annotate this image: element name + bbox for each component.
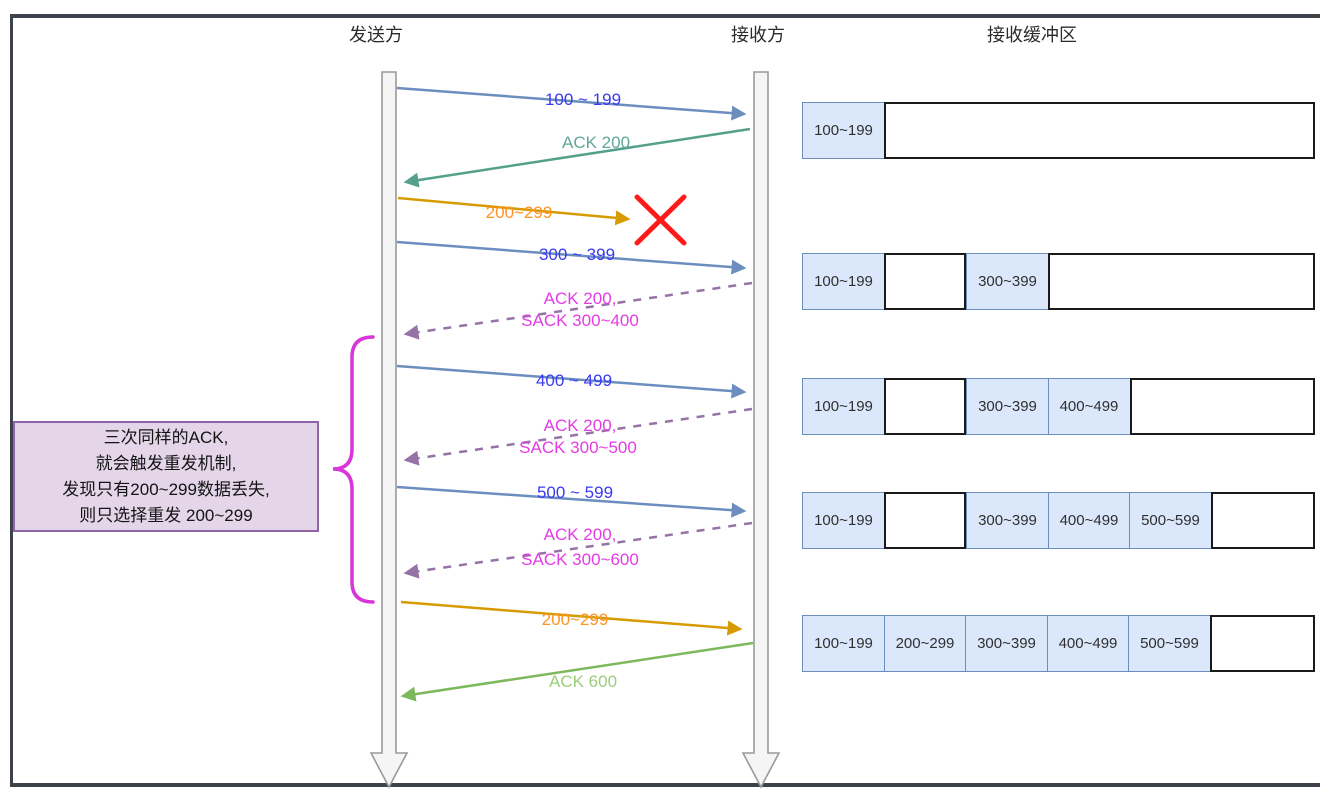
arrow-seg-200-299-lost bbox=[397, 196, 631, 226]
buffer-column-title: 接收缓冲区 bbox=[987, 25, 1077, 45]
label-seg-200-299-lost: 200~299 bbox=[485, 203, 553, 222]
arrow-seg-500-599 bbox=[396, 485, 747, 518]
arrow-sack-300-400 bbox=[403, 281, 753, 340]
label-seg-400-499: 400 ~ 499 bbox=[535, 371, 613, 390]
sender-column-title: 发送方 bbox=[349, 25, 403, 45]
arrow-ack-200 bbox=[403, 127, 751, 188]
label-ack-200: ACK 200 bbox=[561, 133, 631, 152]
arrow-seg-400-499 bbox=[396, 364, 747, 399]
note-line: 则只选择重发 200~299 bbox=[79, 505, 253, 525]
label-ack-600: ACK 600 bbox=[548, 672, 618, 691]
buffer-cell: 200~299 bbox=[883, 615, 967, 672]
buffer-cell: 400~499 bbox=[1047, 492, 1131, 549]
buffer-cell: 100~199 bbox=[802, 615, 885, 672]
buffer-cell-gap bbox=[884, 492, 966, 549]
packet-loss-cross-icon bbox=[634, 194, 687, 246]
buffer-row-3: 100~199 300~399 400~499 bbox=[802, 378, 1315, 435]
buffer-cell-free bbox=[1211, 492, 1315, 549]
buffer-cell-gap bbox=[884, 253, 966, 310]
note-line: 发现只有200~299数据丢失, bbox=[62, 479, 270, 499]
label-sack1-line1: ACK 200, bbox=[543, 289, 617, 308]
label-sack3-line1: ACK 200, bbox=[543, 525, 617, 544]
note-line: 三次同样的ACK, bbox=[103, 427, 229, 447]
note-box: 三次同样的ACK, 就会触发重发机制, 发现只有200~299数据丢失, 则只选… bbox=[13, 421, 319, 532]
receiver-lifeline bbox=[741, 71, 781, 789]
receiver-column-title: 接收方 bbox=[731, 25, 785, 45]
label-seg-100-199: 100 ~ 199 bbox=[544, 90, 622, 109]
buffer-cell: 300~399 bbox=[966, 253, 1049, 310]
arrow-ack-600 bbox=[400, 641, 754, 702]
buffer-cell-free bbox=[1210, 615, 1315, 672]
label-sack1-line2: SACK 300~400 bbox=[521, 311, 639, 330]
triple-ack-brace bbox=[332, 335, 375, 604]
buffer-cell: 300~399 bbox=[966, 378, 1049, 435]
buffer-cell: 400~499 bbox=[1047, 378, 1131, 435]
label-seg-200-299-retransmit: 200~299 bbox=[541, 610, 609, 629]
buffer-cell-gap bbox=[884, 378, 966, 435]
arrow-seg-100-199 bbox=[396, 86, 747, 121]
arrow-seg-300-399 bbox=[396, 240, 747, 275]
sender-lifeline bbox=[369, 71, 409, 789]
arrow-sack-300-500 bbox=[403, 407, 753, 466]
label-sack3-line2: SACK 300~600 bbox=[521, 550, 639, 569]
arrow-seg-200-299-retransmit bbox=[400, 600, 743, 636]
buffer-cell: 100~199 bbox=[802, 102, 885, 159]
buffer-cell: 100~199 bbox=[802, 378, 885, 435]
buffer-cell: 500~599 bbox=[1129, 492, 1212, 549]
buffer-cell: 400~499 bbox=[1046, 615, 1130, 672]
buffer-cell-free bbox=[1048, 253, 1315, 310]
label-sack2-line2: SACK 300~500 bbox=[519, 438, 637, 457]
label-seg-300-399: 300 ~ 399 bbox=[538, 245, 616, 264]
label-seg-500-599: 500 ~ 599 bbox=[536, 483, 614, 502]
buffer-cell-free bbox=[884, 102, 1315, 159]
diagram-frame bbox=[10, 14, 1320, 787]
buffer-row-1: 100~199 bbox=[802, 102, 1315, 159]
note-line: 就会触发重发机制, bbox=[95, 453, 237, 473]
arrow-sack-300-600 bbox=[403, 521, 753, 579]
buffer-row-2: 100~199 300~399 bbox=[802, 253, 1315, 310]
label-sack2-line1: ACK 200, bbox=[543, 416, 617, 435]
buffer-row-5: 100~199 200~299 300~399 400~499 500~599 bbox=[802, 615, 1315, 672]
buffer-cell: 100~199 bbox=[802, 492, 885, 549]
buffer-cell: 300~399 bbox=[966, 492, 1049, 549]
buffer-cell: 100~199 bbox=[802, 253, 885, 310]
buffer-cell: 300~399 bbox=[965, 615, 1048, 672]
buffer-row-4: 100~199 300~399 400~499 500~599 bbox=[802, 492, 1315, 549]
buffer-cell-free bbox=[1129, 378, 1315, 435]
buffer-cell: 500~599 bbox=[1128, 615, 1211, 672]
